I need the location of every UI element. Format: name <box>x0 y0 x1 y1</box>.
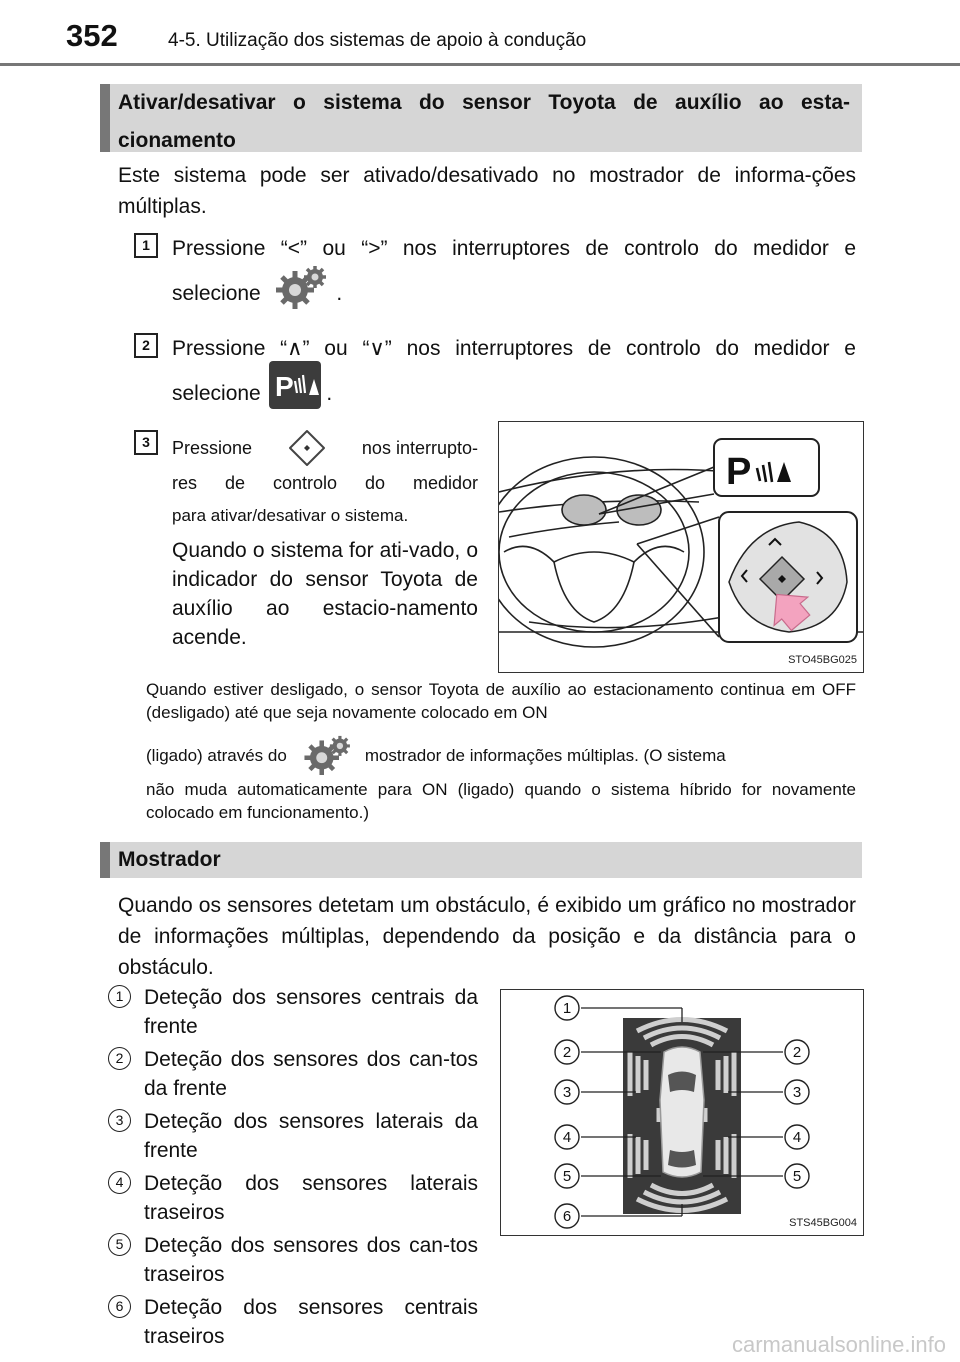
section-title: Mostrador <box>118 848 221 871</box>
svg-text:P: P <box>275 371 294 402</box>
figure-label: 2 <box>563 1044 571 1061</box>
step3-switches-label: nos interrupto- <box>361 438 478 458</box>
gear-settings-icon <box>275 265 331 310</box>
figure-label: 4 <box>563 1129 571 1146</box>
list-item: 4 Deteção dos sensores laterais traseiro… <box>108 1169 478 1231</box>
list-item: 2 Deteção dos sensores dos can-tos da fr… <box>108 1045 478 1107</box>
step3-press-label: Pressione <box>172 438 253 458</box>
item-number: 5 <box>108 1233 131 1256</box>
figure-label: 4 <box>793 1129 801 1146</box>
list-item: 5 Deteção dos sensores dos can-tos trase… <box>108 1231 478 1293</box>
step2-select-label: selecione <box>172 382 261 405</box>
steering-wheel-figure: P STO45BG025 <box>498 421 864 673</box>
item-number: 6 <box>108 1295 131 1318</box>
figure-label: 5 <box>793 1168 801 1185</box>
item-text: Deteção dos sensores centrais da frente <box>144 986 478 1038</box>
step-number: 3 <box>134 430 158 455</box>
section-heading-activate: Ativar/desativar o sistema do sensor Toy… <box>100 84 862 152</box>
step3-text-line1: Pressione nos interrupto- <box>172 428 478 468</box>
note-text-part2: (ligado) através do mostrador de informa… <box>146 735 856 775</box>
step2-period: . <box>326 382 333 405</box>
step-number: 2 <box>134 333 158 358</box>
chapter-title: 4-5. Utilização dos sistemas de apoio à … <box>168 30 587 51</box>
step3-text-line2: res de controlo do medidor <box>172 473 478 493</box>
item-text: Deteção dos sensores laterais da frente <box>144 1110 478 1162</box>
figure-code: STO45BG025 <box>788 654 857 666</box>
step1-select-label: selecione <box>172 282 261 305</box>
car-top-view-icon: 1 2 3 4 5 6 2 3 4 5 <box>554 995 810 1229</box>
page-number: 352 <box>66 18 118 53</box>
header-divider <box>0 63 960 66</box>
list-item: 1 Deteção dos sensores centrais da frent… <box>108 983 478 1045</box>
section2-intro: Quando os sensores detetam um obstáculo,… <box>118 894 856 979</box>
step1-text-line2: selecione . <box>172 266 472 310</box>
item-text: Deteção dos sensores centrais traseiros <box>144 1296 478 1348</box>
step1-period: . <box>336 282 343 305</box>
sensor-detection-list: 1 Deteção dos sensores centrais da frent… <box>108 983 478 1355</box>
item-text: Deteção dos sensores dos can-tos traseir… <box>144 1234 478 1286</box>
step-number: 1 <box>134 233 158 258</box>
section-title: Ativar/desativar o sistema do sensor Toy… <box>118 91 850 152</box>
item-number: 1 <box>108 985 131 1008</box>
note-via-label: (ligado) através do <box>146 745 287 765</box>
item-text: Deteção dos sensores laterais traseiros <box>144 1172 478 1224</box>
item-text: Deteção dos sensores dos can-tos da fren… <box>144 1048 478 1100</box>
item-number: 3 <box>108 1109 131 1132</box>
list-item: 6 Deteção dos sensores centrais traseiro… <box>108 1293 478 1355</box>
list-item: 3 Deteção dos sensores laterais da frent… <box>108 1107 478 1169</box>
figure-label: 3 <box>793 1084 801 1101</box>
step2-text-line2: selecione P . <box>172 361 472 410</box>
step3-detail: Quando o sistema for ati-vado, o indicad… <box>172 539 478 649</box>
section1-intro: Este sistema pode ser ativado/desativado… <box>118 164 856 218</box>
svg-text:P: P <box>726 451 751 493</box>
ok-button-icon <box>287 428 327 468</box>
item-number: 4 <box>108 1171 131 1194</box>
figure-code: STS45BG004 <box>789 1217 857 1229</box>
step1-text-line1: Pressione “<” ou “>” nos interruptores d… <box>172 237 856 260</box>
section-heading-display: Mostrador <box>100 842 862 878</box>
figure-label: 1 <box>563 1000 571 1017</box>
figure-label: 3 <box>563 1084 571 1101</box>
note-text-part3: não muda automaticamente para ON (ligado… <box>146 780 856 822</box>
gear-settings-icon <box>303 735 355 775</box>
parking-sensor-icon: P <box>268 361 321 410</box>
watermark: carmanualsonline.info <box>731 1332 946 1357</box>
note-text-part1: Quando estiver desligado, o sensor Toyot… <box>146 680 856 722</box>
figure-label: 2 <box>793 1044 801 1061</box>
step3-text-line3: para ativar/desativar o sistema. <box>172 506 409 525</box>
steering-wheel-icon: P <box>499 438 863 648</box>
note-display-label: mostrador de informações múltiplas. (O s… <box>364 745 726 765</box>
figure-label: 6 <box>563 1208 571 1225</box>
sensor-display-figure: 1 2 3 4 5 6 2 3 4 5 STS45BG004 <box>500 989 864 1236</box>
item-number: 2 <box>108 1047 131 1070</box>
step2-text-line1: Pressione “∧” ou “∨” nos interruptores d… <box>172 337 856 360</box>
figure-label: 5 <box>563 1168 571 1185</box>
